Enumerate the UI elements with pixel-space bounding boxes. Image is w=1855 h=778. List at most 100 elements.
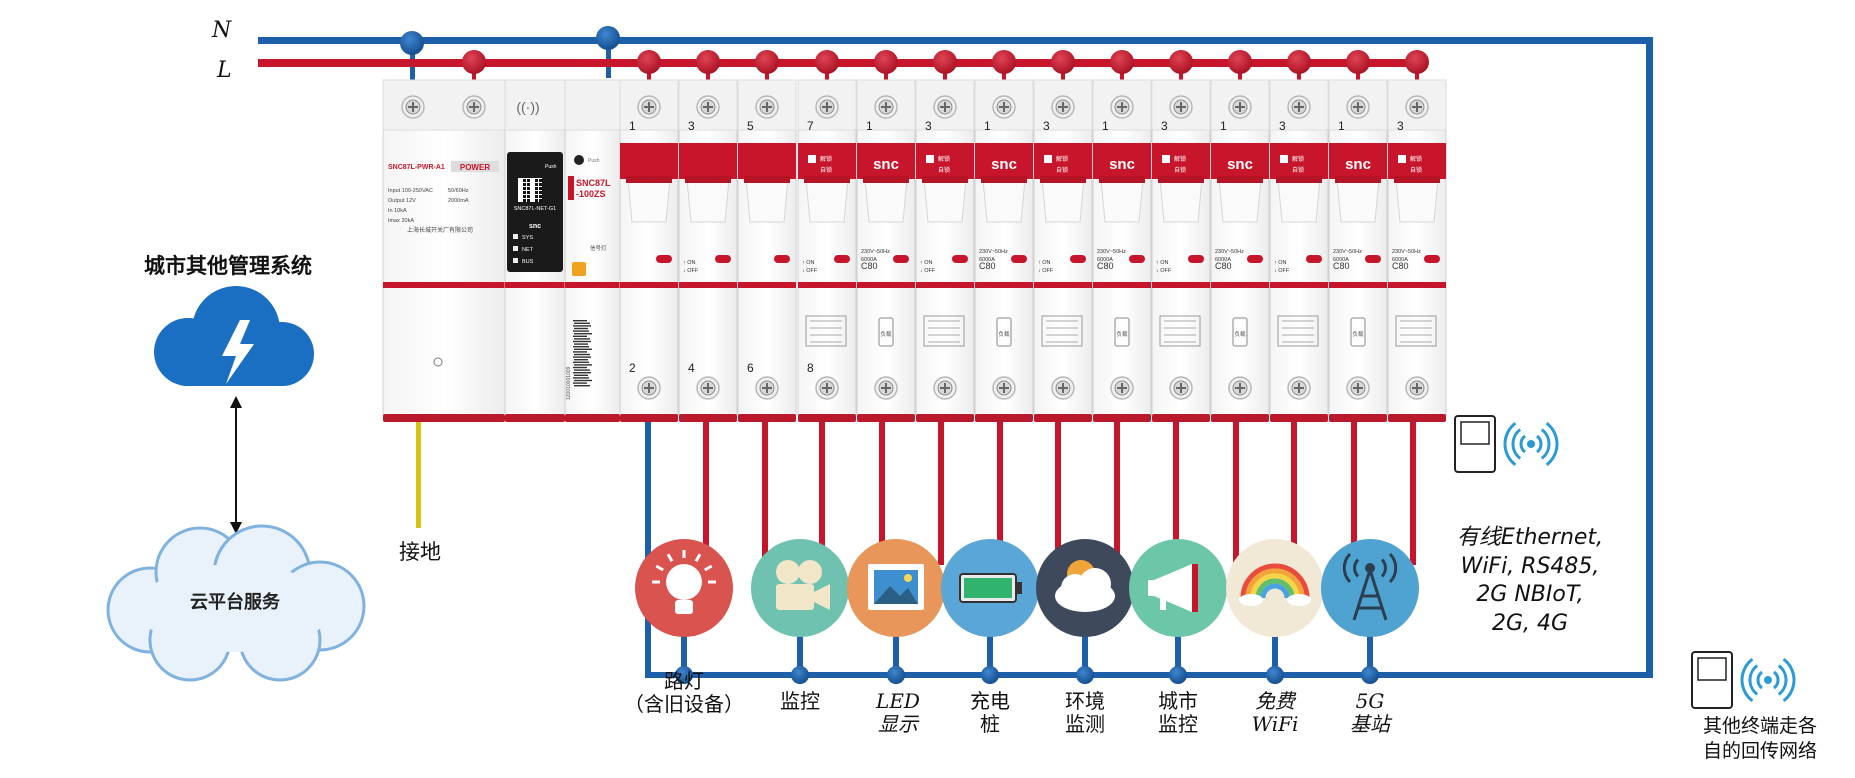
earth-wire [416,420,421,528]
net-led-label: SYS [522,235,533,241]
return-junction-dot [1266,666,1284,684]
signal-arc [1535,434,1543,454]
module-red-band [679,282,737,288]
circuit-diagram-icon [805,315,847,347]
net-led-label: BUS [522,259,534,265]
l-feed-wire [1055,420,1061,565]
tower-frame [1352,569,1388,621]
l-bus-pin [1051,50,1075,74]
breaker-unlock-text: 解锁 [1174,155,1186,163]
qr-code-cell [527,199,530,202]
barcode-bar-icon [574,338,590,340]
barcode-bar-icon [574,327,588,330]
power-badge-bg [451,161,499,172]
breaker-red-cap [1211,143,1269,179]
qr-code-cell [539,187,542,190]
module-red-band [1270,282,1328,288]
rainbow-arc [1255,578,1295,599]
power-maker-text: 上海长城开关厂有限公司 [407,226,473,234]
qr-code-cell [539,195,542,198]
breaker-indicator-icon [1306,255,1322,263]
breaker-toggle-lever [1159,178,1203,223]
controller-barcode-text: 120010001009 [566,366,572,400]
power-spec-text: In 10kA [388,208,407,214]
breaker-spec-text: 230V~50Hz [1097,249,1126,255]
breaker-indicator-icon [893,255,909,263]
signal-arc [1756,670,1764,690]
signal-arc [1777,664,1788,696]
bulb-ray [694,553,702,562]
module-foot [565,414,620,422]
qr-code-cell [539,191,542,194]
signal-wave-left [1353,558,1360,578]
module-red-band [1388,282,1446,288]
breaker-spec-text: 230V~50Hz [861,249,890,255]
breaker-red-cap [1034,143,1092,179]
arrow-head-down [230,522,242,534]
breaker-top-number: 1 [866,119,873,133]
breaker-on-text: ↑ ON [920,260,933,266]
l-feed-wire [938,420,944,565]
l-feed-wire [1291,420,1297,565]
module-red-band [505,282,565,288]
cloud-platform-icon [106,524,366,682]
breaker-brand-text: snc [1345,156,1371,173]
breaker-bottom-number: 6 [747,361,754,375]
breaker-top-number: 1 [1220,119,1227,133]
signal-dot [1527,440,1535,448]
terminal-screw-icon [992,376,1016,400]
return-junction-dot [1169,666,1187,684]
antenna-tower-icon [1321,539,1419,637]
rainbow-cloud [1239,594,1263,606]
breaker-bottom-number: 4 [688,361,695,375]
device-5 [1036,539,1134,637]
l-bus-pin [1169,50,1193,74]
net-led-icon [513,258,518,263]
breaker-bottom-number: 2 [629,361,636,375]
wireless-signal-icon [1740,658,1796,702]
barcode-bar-icon [574,364,592,366]
net-led-icon [513,246,518,251]
n-bus-return-vertical [1646,37,1653,675]
module-housing [382,79,506,416]
l-bus-pin [992,50,1016,74]
qr-code-cell [527,183,530,186]
l-feed-wire [1173,420,1179,565]
breaker-toggle-lever [1336,178,1380,223]
breaker-indicator-icon [1424,255,1440,263]
terminal-screw-icon [1405,95,1429,119]
terminal-screw-icon [1110,95,1134,119]
controller-push-text: Push [588,158,600,164]
signal-arc [1772,670,1780,690]
breaker-toggle-rim [1217,176,1263,183]
module-red-band [383,282,505,288]
breaker-unlock-text: 解锁 [1410,155,1422,163]
device-label: 城市 监控 [1158,689,1198,736]
breaker-indicator-icon [1247,255,1263,263]
terminal-screw-icon [933,376,957,400]
n-bus-pin [400,31,424,55]
return-junction-dot [791,666,809,684]
net-brand-text: snc [529,223,541,230]
module-red-band [565,282,620,288]
breaker-on-text: ↑ ON [1038,260,1051,266]
breaker-toggle-lever [982,178,1026,223]
module-red-band [1152,282,1210,288]
earth-label: 接地 [399,540,441,564]
breaker-toggle-lever [686,178,730,223]
return-junction-dot [675,666,693,684]
device-label: 监控 [780,689,820,713]
circuit-diagram-icon [923,315,965,347]
breaker-toggle-rim [1394,176,1440,183]
power-spec-text: Imax 20kA [388,218,414,224]
module-red-band [1329,282,1387,288]
device-3 [847,539,945,637]
battery-tip [1016,582,1022,594]
